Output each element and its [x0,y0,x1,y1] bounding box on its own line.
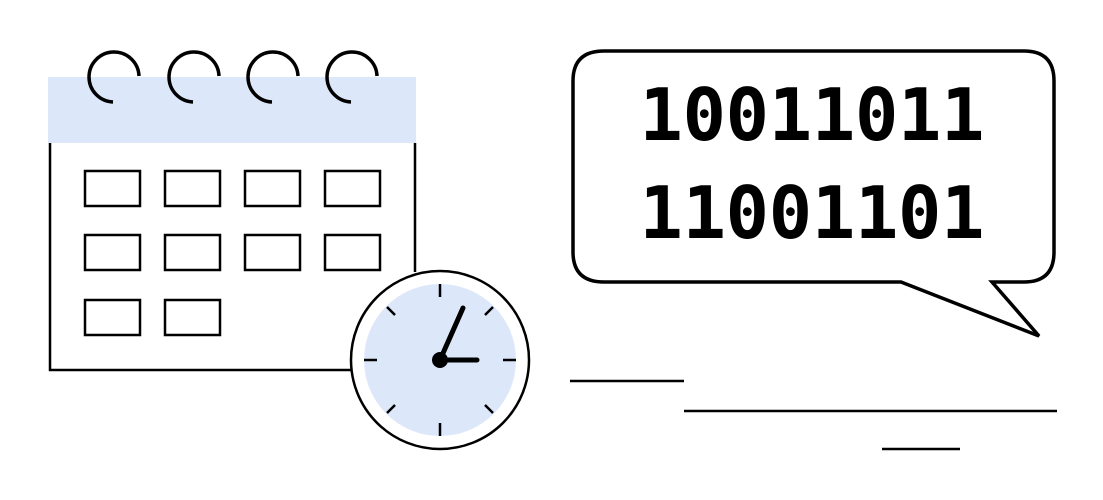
day-cell [163,233,222,272]
day-cell [243,233,302,272]
day-cell [323,169,382,208]
day-cell [243,169,302,208]
clock-minute-hand [437,305,466,363]
clock-icon [349,269,531,451]
day-cell [323,233,382,272]
speech-bubble: 10011011 11001101 [571,49,1056,338]
ring-icon [87,50,141,104]
ring-icon [167,50,221,104]
day-cell [83,233,142,272]
ring-icon [325,50,379,104]
clock-tick-marks [364,284,516,436]
calendar-body-outline [48,143,352,372]
calendar-day-grid [83,169,382,337]
decorative-lines [570,379,1057,451]
binary-line-2: 11001101 [640,171,985,255]
day-cell [163,298,222,337]
day-cell [163,169,222,208]
calendar-header-band [48,77,416,143]
calendar-ring-icons [87,50,379,104]
clock-center-pin [432,352,448,368]
ring-icon [246,50,300,104]
speech-bubble-outline [571,49,1056,338]
day-cell [83,298,142,337]
binary-line-1: 10011011 [640,73,985,157]
day-cell [83,169,142,208]
calendar [48,50,417,372]
